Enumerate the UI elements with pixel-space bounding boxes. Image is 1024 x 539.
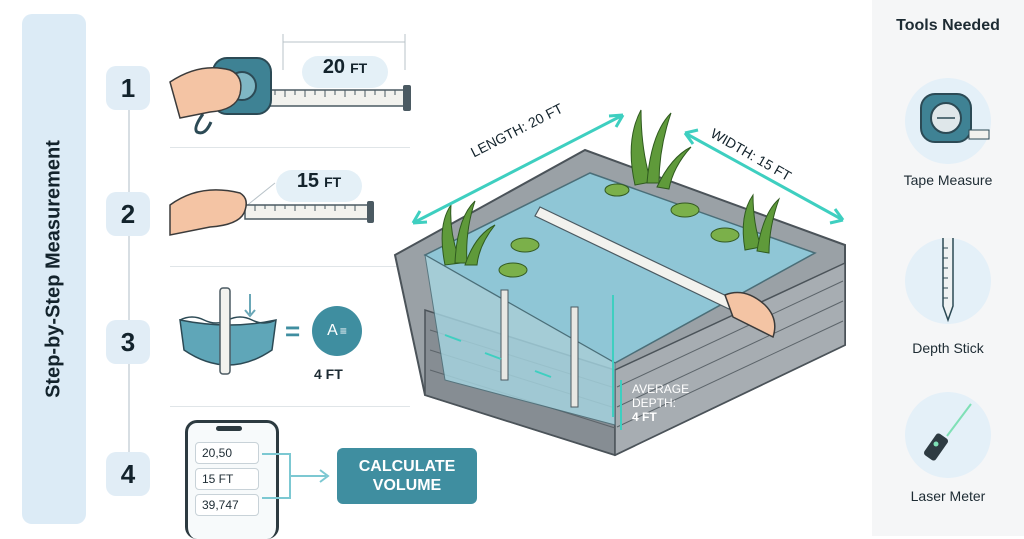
sidebar-title-panel: Step-by-Step Measurement	[22, 14, 86, 524]
tool-label-tape-measure: Tape Measure	[903, 172, 993, 188]
tools-title: Tools Needed	[896, 17, 1000, 34]
step2-unit: FT	[324, 174, 342, 190]
step-number-4: 4	[106, 452, 150, 496]
tape-across-pond	[534, 206, 736, 310]
average-depth-value: 4 FT	[632, 410, 657, 424]
laser-meter-icon	[923, 403, 972, 461]
step-number-1: 1	[106, 66, 150, 110]
lily-pad	[510, 237, 540, 253]
water-cross-section	[424, 254, 616, 426]
lily-pad	[498, 262, 528, 278]
step-number-2: 2	[106, 192, 150, 236]
step2-measurement-pill: 15 FT	[276, 170, 362, 202]
depth-stick	[219, 287, 231, 375]
lily-pad	[670, 202, 700, 218]
bracket-arrow	[262, 453, 330, 499]
sidebar-title: Step-by-Step Measurement	[42, 140, 65, 398]
hand	[169, 189, 247, 236]
step2-value: 15	[296, 170, 320, 192]
step3-depth-illustration	[179, 287, 277, 375]
dimension-arrow	[282, 34, 406, 70]
step1-value: 20	[322, 56, 346, 78]
phone-row-3: 39,747	[195, 494, 259, 516]
lily-pad	[710, 227, 740, 243]
tape-measure-tool	[905, 78, 991, 164]
step-separator	[170, 406, 410, 407]
lily-pad	[604, 183, 630, 197]
phone-row-1: 20,50	[195, 442, 259, 464]
hand	[724, 291, 776, 339]
step3-result: 4 FT	[314, 366, 343, 382]
depth-stick	[570, 306, 579, 408]
step2-tape-illustration	[169, 182, 374, 236]
step1-unit: FT	[350, 60, 368, 76]
tape-blade	[244, 204, 371, 220]
step1-measurement-pill: 20 FT	[302, 56, 388, 88]
phone-speaker	[216, 426, 242, 431]
reeds	[441, 109, 781, 266]
average-depth-line2: DEPTH:	[632, 396, 677, 410]
phone-row-2: 15 FT	[195, 468, 259, 490]
step-separator	[170, 147, 410, 148]
tool-label-depth-stick: Depth Stick	[912, 340, 984, 356]
equals-sign: =	[285, 316, 301, 346]
tape-measure-icon	[920, 93, 990, 143]
step1-tape-illustration	[169, 34, 411, 135]
dimension-arrows	[411, 113, 845, 417]
step-connector-line	[128, 110, 130, 460]
depth-stick-tool	[905, 223, 991, 324]
calculate-volume-button[interactable]: CALCULATE VOLUME	[337, 448, 477, 504]
depth-stick	[500, 289, 509, 381]
step-number-3: 3	[106, 320, 150, 364]
tool-label-laser-meter: Laser Meter	[910, 488, 986, 504]
laser-meter-tool	[905, 392, 991, 478]
depth-stick-icon	[942, 223, 954, 323]
hand	[169, 67, 242, 119]
pond-illustration	[393, 109, 846, 457]
average-depth-label: AVERAGE DEPTH: 4 FT	[632, 382, 689, 424]
average-icon-letter: A	[327, 322, 338, 339]
average-icon: A≡	[312, 306, 362, 356]
average-depth-line1: AVERAGE	[632, 382, 690, 396]
calculate-volume-label: CALCULATE VOLUME	[358, 458, 456, 494]
step-separator	[170, 266, 410, 267]
